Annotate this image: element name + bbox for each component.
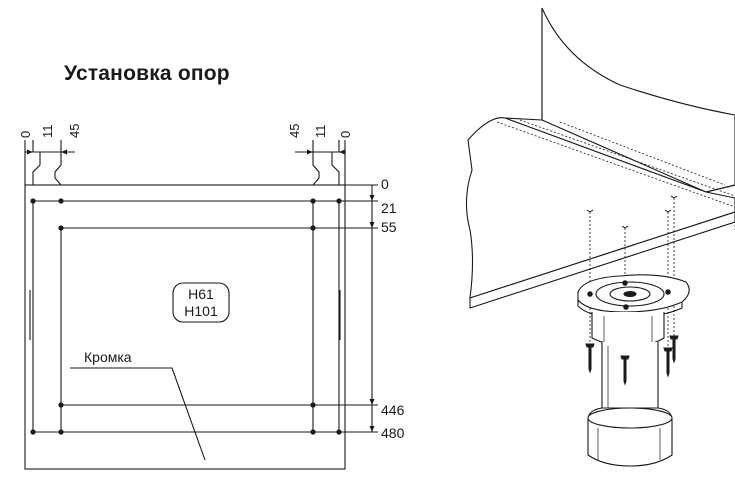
hole-marker	[310, 198, 316, 204]
hole-marker	[310, 402, 316, 408]
hole-marker	[30, 429, 36, 435]
dim-right-0: 0	[381, 176, 389, 192]
model-label-h61: H61	[188, 286, 214, 302]
hole-marker	[30, 198, 36, 204]
hole-marker	[58, 429, 64, 435]
model-label-box	[172, 282, 230, 323]
dim-right-446: 446	[381, 402, 405, 418]
hole-marker	[58, 198, 64, 204]
dim-right-480: 480	[381, 425, 405, 441]
panel-outline	[24, 184, 346, 470]
dim-top-left-11: 11	[40, 125, 55, 139]
leg-illustration	[465, 7, 735, 309]
dim-right-55: 55	[381, 219, 397, 235]
hole-marker	[58, 225, 64, 231]
diagram-title: Установка опор	[64, 62, 230, 85]
hole-marker	[58, 402, 64, 408]
screws	[585, 335, 679, 386]
hole-marker	[336, 429, 342, 435]
dim-right-21: 21	[381, 200, 397, 216]
hole-markers	[30, 198, 342, 435]
dim-top-right-11: 11	[313, 125, 328, 139]
dim-top-left-45: 45	[67, 124, 82, 138]
model-label-h101: H101	[184, 303, 218, 319]
panel-drawing	[24, 140, 378, 470]
hole-marker	[310, 225, 316, 231]
dim-top-right-0: 0	[338, 131, 353, 138]
edge-leader	[70, 367, 206, 461]
dim-top-left-0: 0	[18, 131, 33, 138]
dim-top-right-45: 45	[287, 124, 302, 138]
cabinet-bottom	[465, 117, 735, 299]
edge-label: Кромка	[84, 349, 132, 365]
leg-plate	[577, 274, 690, 467]
hole-marker	[310, 429, 316, 435]
hole-marker	[336, 198, 342, 204]
